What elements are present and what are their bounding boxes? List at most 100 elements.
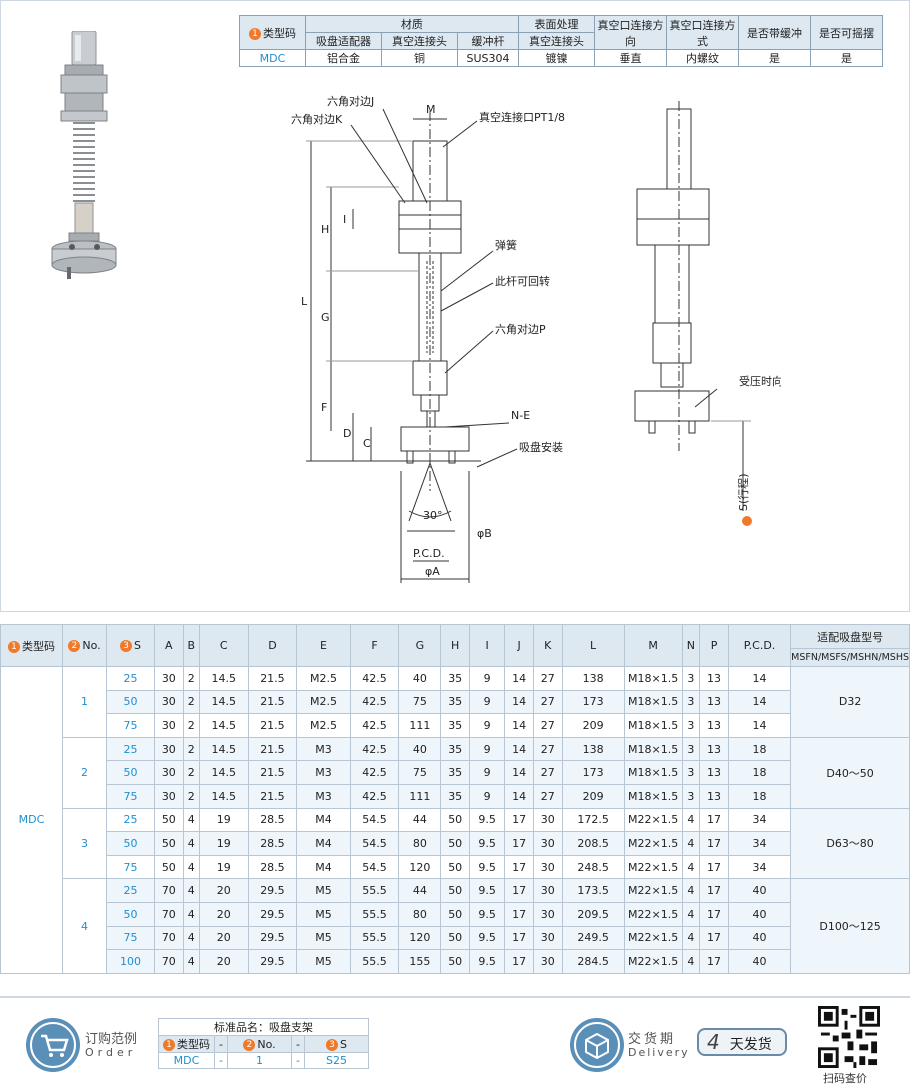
table-cell: 50 [154,807,184,833]
table-cell: 3 [681,689,701,715]
spec-mount-model: D100～125 [790,878,910,974]
table-cell: 42.5 [349,783,400,809]
table-cell: 4 [681,854,701,880]
table-cell: 4 [182,831,200,856]
label-compress: 受压时向上缩起 [739,374,781,388]
mat-cell-vac-head: 铜 [380,49,459,67]
table-cell: M5 [296,925,351,951]
table-cell: 27 [532,783,563,809]
qr-label: 扫码查价 [823,1072,867,1085]
mat-cell-buffer: 是 [738,49,811,67]
table-cell: 17 [699,878,729,903]
mat-cell-vac-method: 内螺纹 [666,49,739,67]
table-cell: 9.5 [468,925,506,951]
table-cell: 9.5 [468,854,506,880]
table-cell: M4 [296,807,351,833]
table-cell: 2 [182,713,200,738]
table-cell: 21.5 [247,783,298,809]
order-val-no: 1 [226,1052,292,1069]
label-dim-h: H [321,223,329,236]
spec-header-d: D [247,624,298,667]
table-cell: 55.5 [349,925,400,951]
mat-cell-adapter: 铝合金 [304,49,382,67]
badge-2-icon: 2 [243,1038,256,1051]
table-cell: 29.5 [247,925,298,951]
mat-sub-surface: 真空连接头 [517,32,596,50]
spec-group-no: 3 [62,807,107,880]
table-cell: 19 [198,831,249,856]
truck-icon [570,1018,624,1072]
table-cell: 14.5 [198,736,249,762]
order-subtitle: Order [85,1046,137,1059]
table-cell: 14 [504,783,534,809]
table-cell: 17 [504,807,534,833]
table-cell: 34 [727,831,792,856]
table-cell: M5 [296,901,351,927]
cart-icon [26,1018,80,1072]
table-cell: 27 [532,713,563,738]
label-spring: 弹簧 [495,238,517,252]
badge-3-icon: 3 [325,1038,338,1051]
table-cell: 44 [398,878,442,903]
table-cell: 14.5 [198,666,249,691]
table-cell: M22×1.5 [623,949,683,974]
spec-header-j: J [504,624,534,667]
table-cell: 138 [561,736,625,762]
table-cell: 14 [504,689,534,715]
table-cell: 209 [561,783,625,809]
table-cell: 50 [440,949,470,974]
spec-mount-model: D40～50 [790,736,910,809]
order-val-type: MDC [158,1052,215,1069]
qr-code-icon[interactable] [818,1006,880,1068]
table-cell: 17 [504,925,534,951]
table-cell: 30 [154,760,184,785]
spec-header-k: K [532,624,563,667]
mat-header-vac-method: 真空口连接方式 [666,15,739,50]
table-cell: 70 [154,878,184,903]
table-cell: 44 [398,807,442,833]
mat-sub-vac-head: 真空连接头 [380,32,459,50]
spec-header-pcd: P.C.D. [727,624,792,667]
table-cell: 2 [182,666,200,691]
table-cell: 54.5 [349,831,400,856]
label-pad-mount: 吸盘安装 [519,440,563,454]
table-cell: 40 [727,925,792,951]
table-cell: 173 [561,689,625,715]
table-cell: 17 [699,854,729,880]
table-cell: 17 [504,901,534,927]
table-cell: 80 [398,901,442,927]
table-cell: 29.5 [247,901,298,927]
table-cell: M22×1.5 [623,854,683,880]
mat-cell-swing: 是 [810,49,883,67]
table-cell: 9.5 [468,878,506,903]
table-cell: 42.5 [349,689,400,715]
table-cell: 40 [398,736,442,762]
table-cell: 3 [681,666,701,691]
table-cell: 21.5 [247,689,298,715]
table-cell: 21.5 [247,713,298,738]
table-cell: 35 [440,783,470,809]
table-cell: 17 [699,949,729,974]
table-cell: 4 [681,949,701,974]
table-cell: 30 [154,736,184,762]
badge-1-icon: 1 [248,27,261,40]
table-cell: 55.5 [349,901,400,927]
order-dash: - [214,1035,228,1053]
table-cell: 9 [468,736,506,762]
table-cell: 9.5 [468,949,506,974]
table-cell: 35 [440,736,470,762]
table-cell: 4 [182,807,200,833]
table-cell: 4 [681,925,701,951]
table-cell: 27 [532,736,563,762]
delivery-subtitle: Delivery [628,1046,690,1059]
